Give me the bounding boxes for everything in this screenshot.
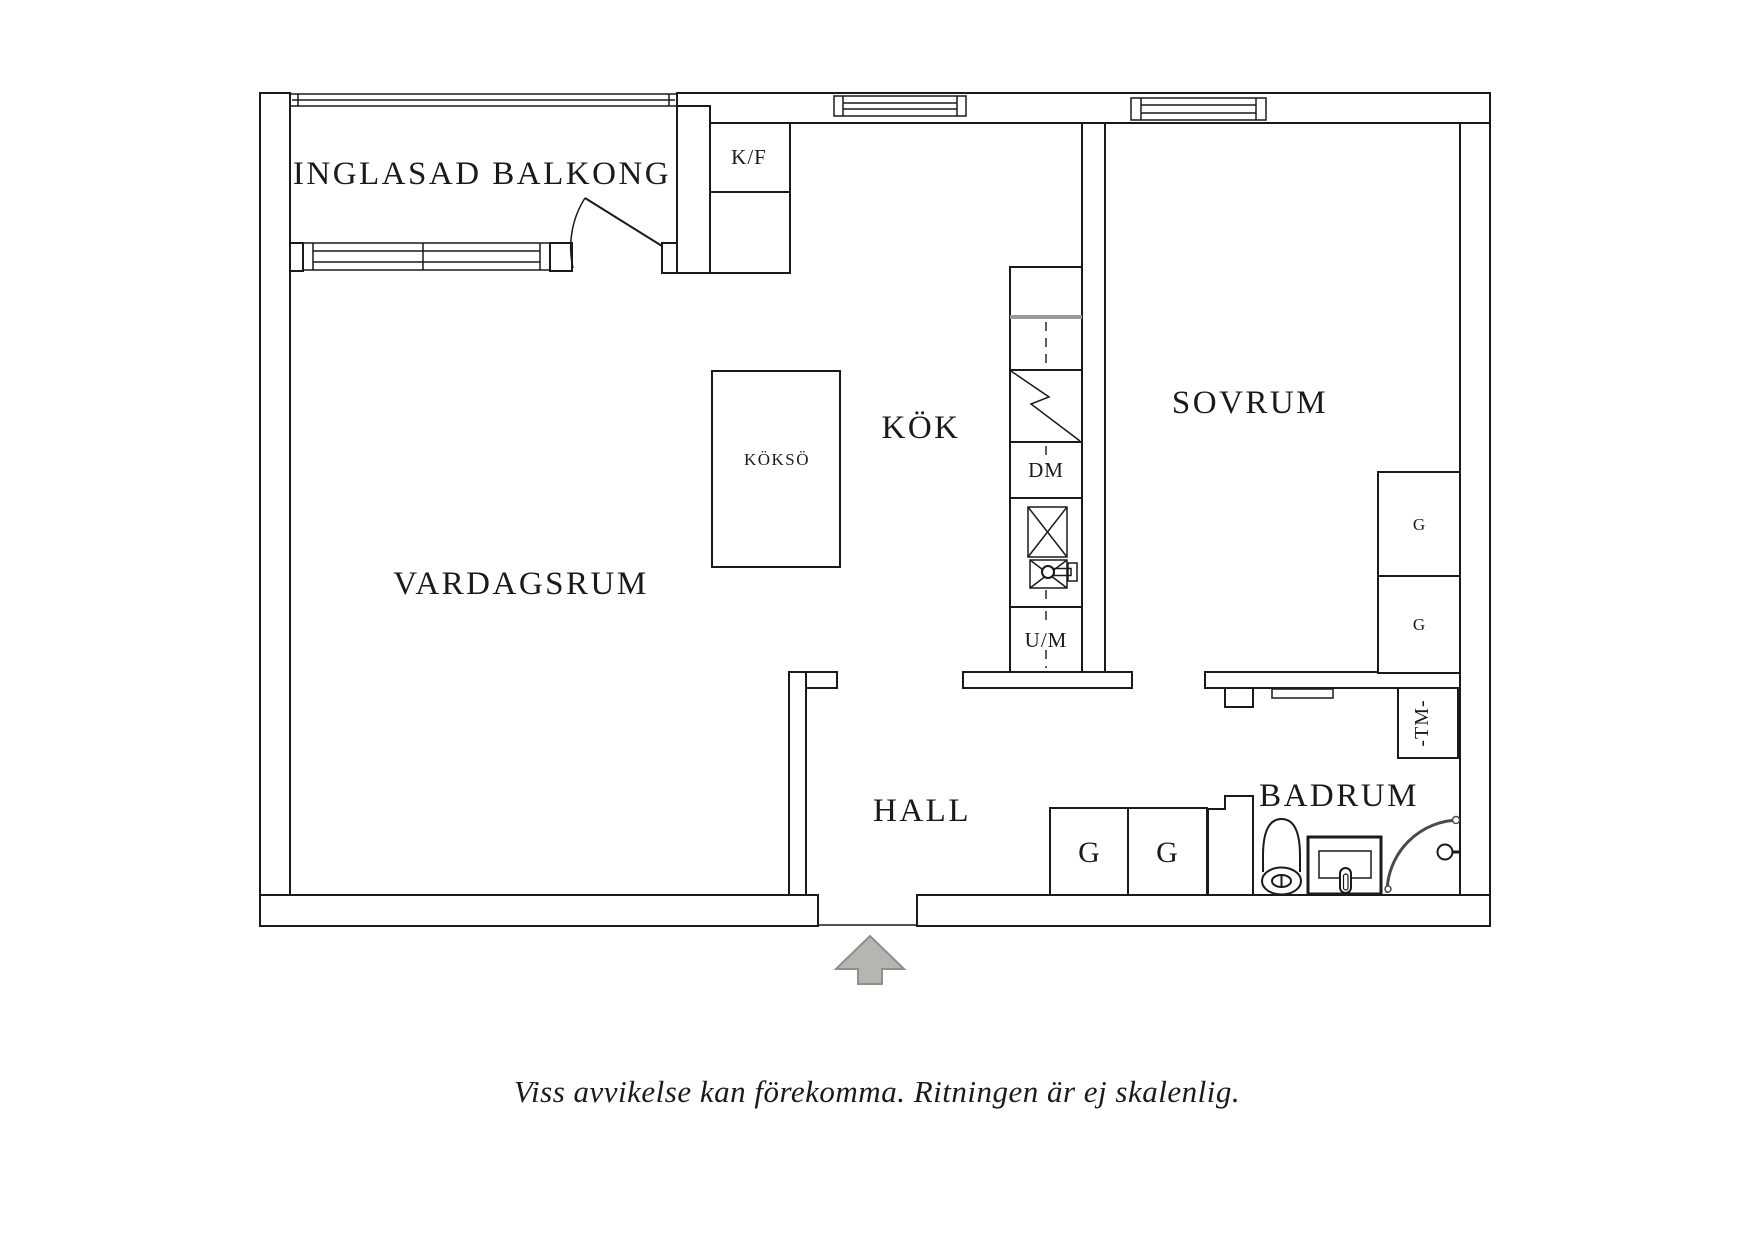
wardrobe-label: G [1078, 836, 1100, 869]
hall-left-wall [788, 671, 807, 896]
balcony-door [569, 197, 663, 269]
toilet-icon [1261, 817, 1302, 896]
wall-right [1459, 92, 1491, 927]
balcony-lower-wall-b [549, 242, 573, 272]
dishwasher-label: DM [1028, 458, 1064, 482]
wall-top [676, 92, 1491, 124]
bathroom-sliding-door [1271, 688, 1334, 699]
balcony-label: INGLASAD BALKONG [293, 156, 671, 192]
wardrobe-box [1377, 575, 1461, 674]
wall-bottom-left [259, 894, 819, 927]
faucet-icon [1041, 565, 1055, 579]
bathroom-label: BADRUM [1259, 778, 1419, 814]
balcony-door-jamb [661, 242, 678, 274]
wardrobe-box [1049, 807, 1129, 896]
washing-machine-box [1397, 687, 1459, 759]
wardrobe-label: G [1156, 836, 1178, 869]
oven-microwave-label: U/M [1025, 628, 1068, 652]
wall-bottom-right [916, 894, 1491, 927]
bedroom-wardrobes [1377, 471, 1461, 674]
labels: INGLASAD BALKONG VARDAGSRUM KÖK SOVRUM H… [293, 145, 1433, 1109]
kitchen-counter-column [1009, 266, 1083, 673]
hall-wall-stub [805, 671, 838, 689]
disclaimer-text: Viss avvikelse kan förekomma. Ritningen … [514, 1074, 1240, 1109]
kitchen-island [711, 370, 841, 568]
entrance-arrow-icon [833, 934, 907, 985]
fridge-freezer-label: K/F [731, 145, 767, 169]
balcony-lower-wall-a [289, 242, 304, 272]
bathroom-sink-icon [1306, 835, 1383, 896]
kitchen-label: KÖK [882, 410, 961, 446]
wardrobe-label: G [1413, 515, 1425, 534]
balcony-window-band [289, 93, 678, 107]
bathroom-door-pillar [1224, 687, 1254, 708]
kitchen-lower-wall [962, 671, 1133, 689]
counter-break-symbol [1010, 370, 1081, 442]
bedroom-lower-wall [1204, 671, 1461, 689]
balcony-right-wall [676, 105, 711, 274]
hall-label: HALL [873, 793, 971, 829]
bedroom-window [1130, 94, 1267, 122]
interior-walls [788, 122, 1461, 896]
kitchen-bedroom-wall [1081, 122, 1106, 673]
hall-wardrobes [1049, 807, 1208, 896]
washing-machine-label: -TM- [1411, 699, 1433, 746]
bathroom-left-wall [1207, 795, 1254, 896]
wardrobe-label: G [1413, 615, 1425, 634]
sink-symbol [1027, 506, 1078, 589]
fridge-freezer-cabinet [709, 122, 791, 274]
shower-icon [1384, 815, 1461, 894]
door-leaf [584, 197, 663, 247]
living-room-label: VARDAGSRUM [393, 566, 648, 602]
kitchen-window [833, 94, 967, 122]
kitchen-island-label: KÖKSÖ [744, 450, 810, 469]
living-room-window [302, 242, 551, 271]
shower-head-icon [1436, 843, 1454, 861]
wardrobe-box [1377, 471, 1461, 577]
bedroom-label: SOVRUM [1172, 385, 1328, 421]
wardrobe-box [1127, 807, 1208, 896]
outer-walls [259, 92, 1491, 927]
door-arc [569, 197, 586, 269]
wall-left [259, 92, 291, 927]
